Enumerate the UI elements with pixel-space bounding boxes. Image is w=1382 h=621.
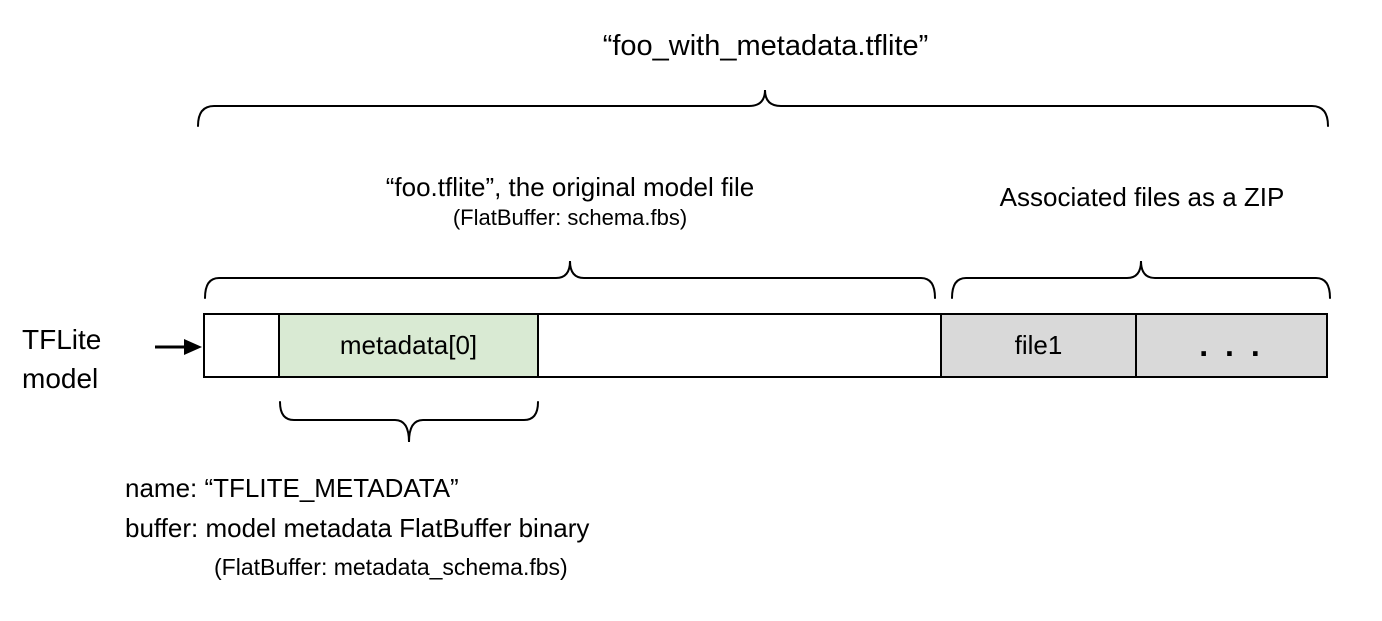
pointer-label-line1: TFLite	[22, 324, 102, 355]
bar-segment-model-content	[539, 315, 942, 376]
pointer-label-line2: model	[22, 363, 99, 394]
metadata-note-name-line: name: “TFLITE_METADATA”	[125, 473, 459, 503]
model-section-label-sub: (FlatBuffer: schema.fbs)	[452, 205, 688, 230]
model-section-label-main: “foo.tflite”, the original model file	[385, 172, 755, 202]
pointer-arrow-icon	[155, 339, 202, 355]
diagram-title: “foo_with_metadata.tflite”	[602, 30, 929, 62]
bar-segment-more-files: . . .	[1137, 315, 1326, 376]
overbrace-model-file	[204, 260, 936, 299]
metadata-note-block: name: “TFLITE_METADATA” buffer: model me…	[125, 468, 589, 583]
metadata-note-schema-line: (FlatBuffer: metadata_schema.fbs)	[214, 554, 568, 580]
model-section-label: “foo.tflite”, the original model file (F…	[205, 170, 935, 232]
bar-segment-file1-label: file1	[1014, 330, 1063, 360]
underbrace-metadata0	[279, 401, 539, 443]
bar-segment-leading-padding	[205, 315, 280, 376]
overbrace-zip-files	[951, 260, 1331, 299]
zip-section-label: Associated files as a ZIP	[999, 182, 1285, 212]
tflite-model-pointer-label: TFLite model	[22, 320, 101, 398]
tflite-model-bar: metadata[0] file1 . . .	[203, 313, 1328, 378]
overbrace-full-file	[197, 89, 1329, 127]
bar-segment-file1: file1	[942, 315, 1137, 376]
bar-segment-more-files-label: . . .	[1199, 327, 1264, 363]
bar-segment-metadata0-label: metadata[0]	[339, 330, 478, 360]
bar-segment-metadata0: metadata[0]	[280, 315, 539, 376]
metadata-note-buffer-line: buffer: model metadata FlatBuffer binary	[125, 513, 590, 543]
